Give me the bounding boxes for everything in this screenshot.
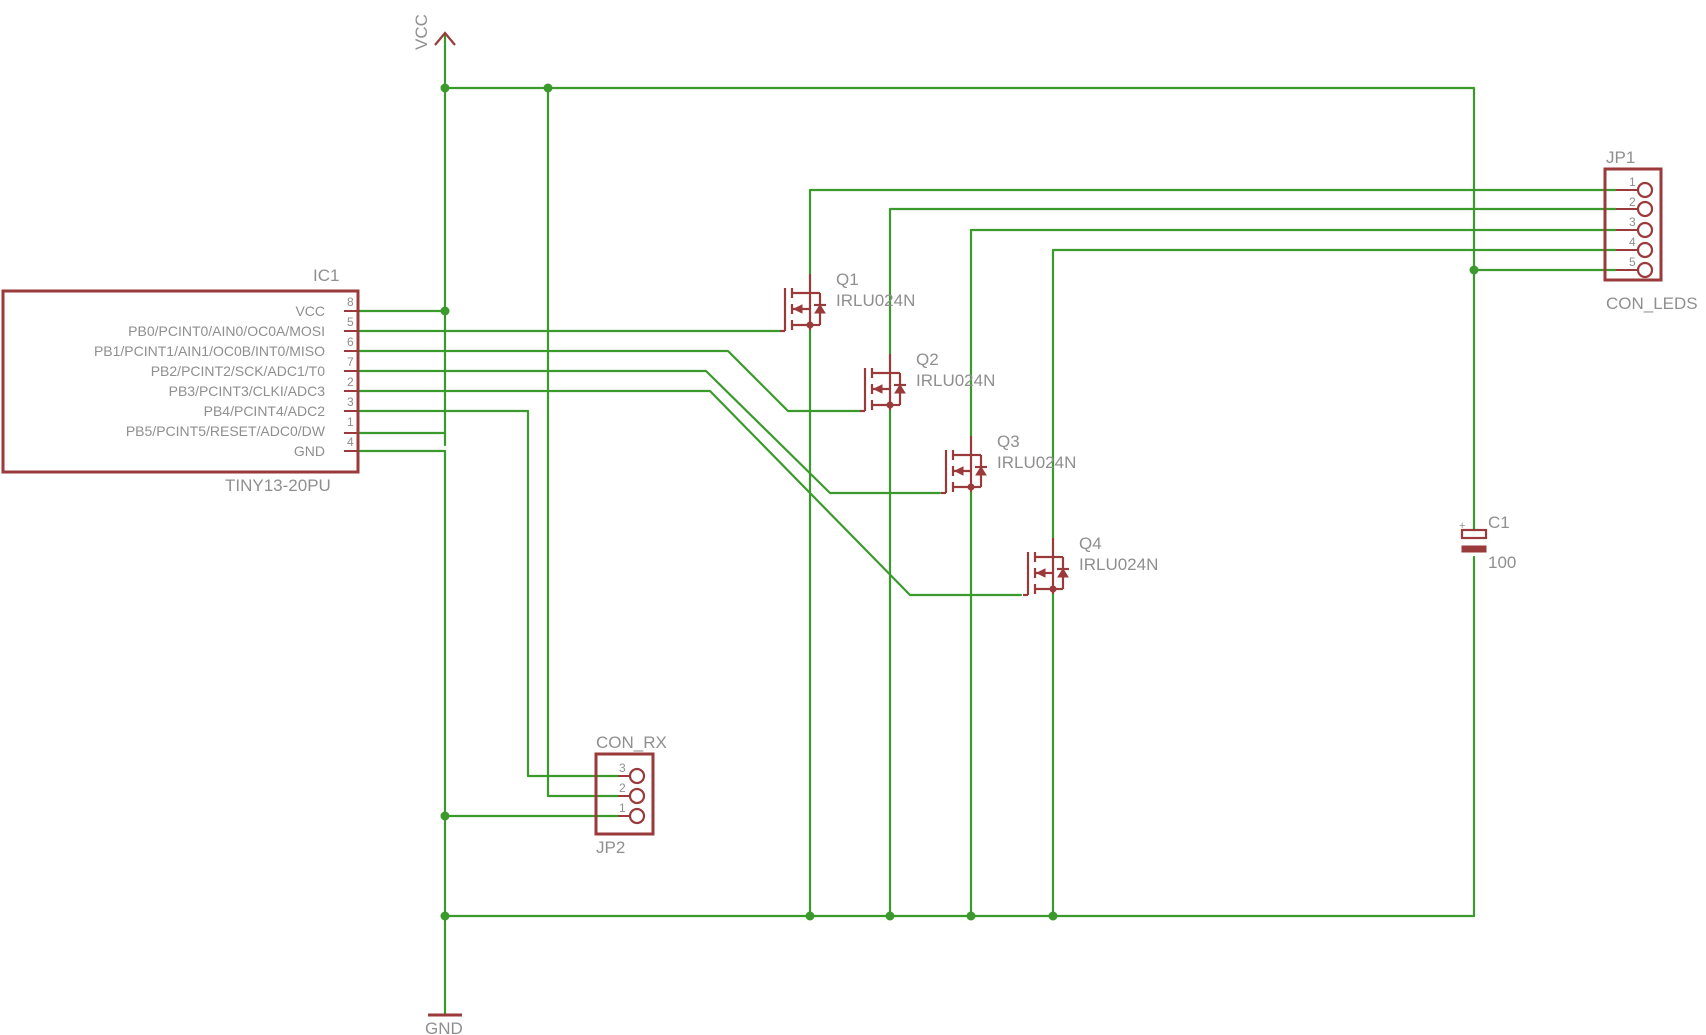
ic1-pin-label: PB2/PCINT2/SCK/ADC1/T0 bbox=[151, 363, 325, 379]
c1-capacitor[interactable]: + C1 100 bbox=[1459, 268, 1516, 572]
jp1-pin-number: 4 bbox=[1629, 235, 1636, 249]
ic1-pin-label: PB1/PCINT1/AIN1/OC0B/INT0/MISO bbox=[94, 343, 325, 359]
gnd-label: GND bbox=[425, 1019, 463, 1035]
jp1-value: CON_LEDS bbox=[1606, 294, 1698, 313]
ic1-value: TINY13-20PU bbox=[225, 476, 331, 495]
junction-dot bbox=[440, 811, 450, 821]
q1-value: IRLU024N bbox=[836, 291, 915, 310]
junction-dot bbox=[805, 911, 815, 921]
vcc-to-jp2-wire bbox=[546, 86, 620, 798]
junctions bbox=[440, 83, 1479, 921]
ic1-pins: VCC PB0/PCINT0/AIN0/OC0A/MOSI PB1/PCINT1… bbox=[94, 295, 360, 459]
vcc-label: VCC bbox=[412, 14, 431, 50]
jp1-pins: 1 2 3 4 5 bbox=[1616, 175, 1654, 279]
q2-name: Q2 bbox=[916, 350, 939, 369]
vcc-arrow-icon bbox=[434, 31, 456, 46]
ic1-pin-number: 7 bbox=[347, 355, 354, 369]
q1-name: Q1 bbox=[836, 270, 859, 289]
mosfet-symbol-icon bbox=[860, 354, 906, 413]
junction-dot bbox=[440, 83, 450, 93]
ic1-pin-label: PB3/PCINT3/CLKI/ADC3 bbox=[169, 383, 326, 399]
q1-mosfet[interactable]: Q1 IRLU024N bbox=[780, 270, 915, 333]
jp2-pin-number: 2 bbox=[619, 781, 626, 795]
jp2-name: JP2 bbox=[596, 838, 625, 857]
pb4-jp2-wire bbox=[358, 409, 620, 778]
ic1-component[interactable]: IC1 TINY13-20PU VCC PB0/PCINT0/AIN0/OC0A… bbox=[1, 266, 360, 495]
mosfet-symbol-icon bbox=[780, 274, 826, 333]
ic1-pin-number: 4 bbox=[347, 435, 354, 449]
jp1-name: JP1 bbox=[1606, 148, 1635, 167]
q3-drain-wire bbox=[969, 228, 1618, 438]
pb2-gate3-wire bbox=[358, 369, 942, 495]
q2-value: IRLU024N bbox=[916, 371, 995, 390]
q4-name: Q4 bbox=[1079, 534, 1102, 553]
c1-polarity: + bbox=[1459, 520, 1465, 532]
jp1-pin-number: 1 bbox=[1629, 175, 1636, 189]
jp1-body bbox=[1603, 167, 1663, 282]
q3-mosfet[interactable]: Q3 IRLU024N bbox=[941, 432, 1076, 495]
pin-hole-icon bbox=[628, 767, 646, 785]
pin-hole-icon bbox=[1636, 200, 1654, 218]
c1-positive-plate-icon bbox=[1460, 528, 1488, 540]
junction-dot bbox=[543, 83, 553, 93]
ic1-pin-label: VCC bbox=[295, 303, 325, 319]
ic1-name: IC1 bbox=[313, 266, 339, 285]
jp1-pin-leads bbox=[1616, 189, 1638, 271]
ic1-pin-number: 2 bbox=[347, 375, 354, 389]
junction-dot bbox=[440, 911, 450, 921]
q3-name: Q3 bbox=[997, 432, 1020, 451]
jp2-pin-number: 3 bbox=[619, 761, 626, 775]
ic1-pin-label: PB4/PCINT4/ADC2 bbox=[204, 403, 326, 419]
ic1-pin-number: 8 bbox=[347, 295, 354, 309]
q4-value: IRLU024N bbox=[1079, 555, 1158, 574]
jp1-pin-number: 2 bbox=[1629, 195, 1636, 209]
vcc-supply-symbol: VCC bbox=[412, 14, 456, 50]
ic1-pin-number: 6 bbox=[347, 335, 354, 349]
ic1-pin-label: PB0/PCINT0/AIN0/OC0A/MOSI bbox=[128, 323, 325, 339]
mosfet-symbol-icon bbox=[1023, 538, 1069, 597]
gnd-supply-symbol: GND bbox=[425, 1013, 463, 1035]
jp1-pin-number: 5 bbox=[1629, 255, 1636, 269]
q3-value: IRLU024N bbox=[997, 453, 1076, 472]
pin-hole-icon bbox=[1636, 241, 1654, 259]
c1-name: C1 bbox=[1488, 513, 1510, 532]
ic1-pin-label: PB5/PCINT5/RESET/ADC0/DW bbox=[126, 423, 326, 439]
q4-drain-wire bbox=[1051, 248, 1618, 540]
ic1-pin-number: 1 bbox=[347, 415, 354, 429]
jp2-body bbox=[594, 752, 655, 836]
q2-drain-wire bbox=[888, 207, 1618, 356]
ic1-pin-stubs bbox=[344, 310, 358, 452]
jp2-value: CON_RX bbox=[596, 733, 667, 752]
pin-hole-icon bbox=[628, 807, 646, 825]
junction-dot bbox=[885, 911, 895, 921]
jp1-connector[interactable]: JP1 CON_LEDS 1 2 3 4 5 bbox=[1603, 148, 1698, 313]
jp2-pins: 3 2 1 bbox=[618, 761, 646, 825]
junction-dot bbox=[1048, 911, 1058, 921]
junction-dot bbox=[440, 306, 450, 316]
jp1-pin-number: 3 bbox=[1629, 215, 1636, 229]
jp2-pin-number: 1 bbox=[619, 801, 626, 815]
q1-drain-wire bbox=[808, 188, 1618, 276]
q4-mosfet[interactable]: Q4 IRLU024N bbox=[1023, 534, 1158, 597]
c1-negative-plate-icon bbox=[1461, 545, 1487, 553]
c1-value: 100 bbox=[1488, 553, 1516, 572]
ic1-body bbox=[1, 289, 360, 474]
pin-hole-icon bbox=[1636, 261, 1654, 279]
q2-mosfet[interactable]: Q2 IRLU024N bbox=[860, 350, 995, 413]
jp2-pin-leads bbox=[618, 775, 630, 817]
ic1-pin-label: GND bbox=[294, 443, 325, 459]
nets bbox=[358, 33, 1618, 1015]
ic1-pin-number: 5 bbox=[347, 315, 354, 329]
pin-hole-icon bbox=[628, 787, 646, 805]
pin-hole-icon bbox=[1636, 181, 1654, 199]
mosfet-symbol-icon bbox=[941, 436, 987, 495]
jp2-connector[interactable]: CON_RX JP2 3 2 1 bbox=[594, 733, 667, 857]
pin-hole-icon bbox=[1636, 221, 1654, 239]
gnd-rail bbox=[443, 555, 1476, 918]
junction-dot bbox=[966, 911, 976, 921]
vcc-rail bbox=[443, 86, 1476, 272]
pb1-gate2-wire bbox=[358, 349, 862, 413]
ic1-pin-number: 3 bbox=[347, 395, 354, 409]
